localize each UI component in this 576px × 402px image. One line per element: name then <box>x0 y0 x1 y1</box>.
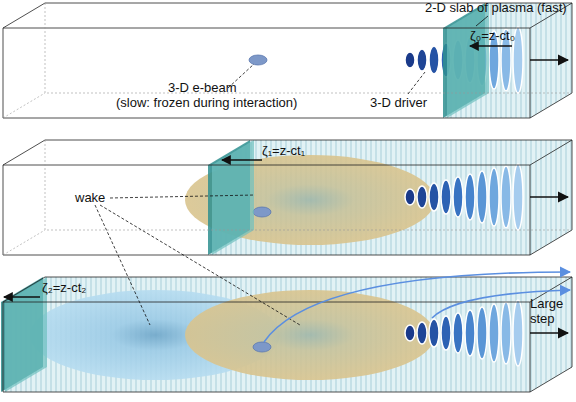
beam-label: 3-D e-beam <box>168 80 237 95</box>
step-label: Large step <box>530 296 574 326</box>
position-label: ζ₀=z-ct₀ <box>470 28 515 43</box>
box-2 <box>3 140 572 255</box>
box-1 <box>3 3 572 118</box>
position-label: ζ₁=z-ct₁ <box>262 143 305 158</box>
driver-label: 3-D driver <box>370 95 427 110</box>
slab-label: 2-D slab of plasma (fast) <box>425 0 567 15</box>
box-3 <box>1 205 572 392</box>
beam-note: (slow: frozen during interaction) <box>116 95 297 110</box>
wake-label: wake <box>75 190 105 205</box>
position-label: ζ₂=z-ct₂ <box>42 280 86 295</box>
